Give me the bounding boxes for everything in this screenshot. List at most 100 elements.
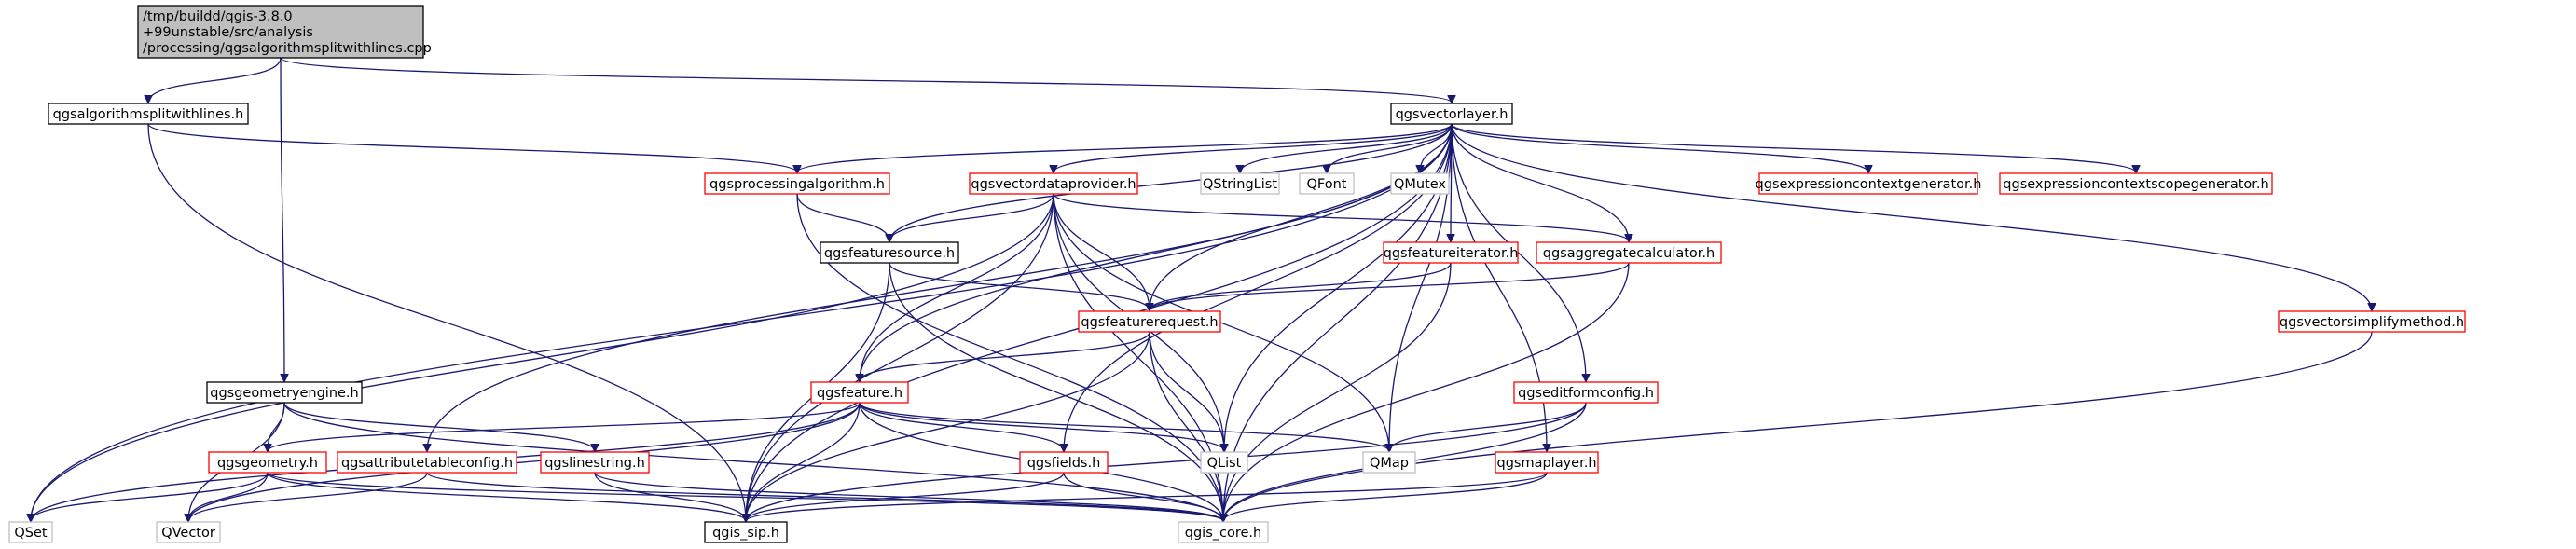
node-qgsattributetableconfig-h[interactable]: qgsattributetableconfig.h bbox=[337, 451, 517, 474]
node-box bbox=[1362, 451, 1416, 474]
node-qgsfeaturesource-h[interactable]: qgsfeaturesource.h bbox=[820, 241, 959, 264]
node-qgsvectordataprovider-h[interactable]: qgsvectordataprovider.h bbox=[969, 172, 1138, 195]
node-box bbox=[1495, 451, 1599, 474]
node-box bbox=[1299, 172, 1355, 195]
node-box bbox=[820, 241, 959, 264]
node-qmap[interactable]: QMap bbox=[1362, 451, 1416, 474]
edge-qgsvectorlayer-h-to-qgis-core-h bbox=[1223, 123, 1453, 521]
node-qmutex[interactable]: QMutex bbox=[1390, 172, 1450, 195]
node-qgsmaplayer-h[interactable]: qgsmaplayer.h bbox=[1495, 451, 1599, 474]
node-qvector[interactable]: QVector bbox=[156, 521, 221, 543]
node-layer: /tmp/buildd/qgis-3.8.0+99unstable/src/an… bbox=[8, 5, 2466, 543]
edge-qgsvectorlayer-h-to-qgsprocessingalgorithm-h bbox=[797, 123, 1453, 172]
edge-qgsfeaturerequest-h-to-qgis-core-h bbox=[1149, 331, 1223, 521]
node-qgsalgorithmsplitwithlines-h[interactable]: qgsalgorithmsplitwithlines.h bbox=[48, 103, 249, 125]
node-qgsprocessingalgorithm-h[interactable]: qgsprocessingalgorithm.h bbox=[704, 172, 890, 195]
node-root[interactable]: /tmp/buildd/qgis-3.8.0+99unstable/src/an… bbox=[137, 5, 432, 59]
edge-qgsfeaturerequest-h-to-qgis-sip-h bbox=[746, 331, 1150, 521]
node-qgsexpressioncontextscopegenerator-h[interactable]: qgsexpressioncontextscopegenerator.h bbox=[1999, 172, 2273, 195]
edge-qgsfeature-h-to-qlist bbox=[859, 402, 1224, 451]
node-box bbox=[704, 172, 890, 195]
edge-qgsfeature-h-to-qgsfields-h bbox=[859, 402, 1064, 451]
edge-qgsfeature-h-to-qmap bbox=[859, 402, 1389, 451]
node-qgsgeometry-h[interactable]: qgsgeometry.h bbox=[208, 451, 327, 474]
node-qgis-core-h[interactable]: qgis_core.h bbox=[1178, 521, 1269, 543]
node-label: QList bbox=[1207, 456, 1242, 471]
node-qgsvectorlayer-h[interactable]: qgsvectorlayer.h bbox=[1390, 103, 1513, 125]
node-qgsexpressioncontextgenerator-h[interactable]: qgsexpressioncontextgenerator.h bbox=[1756, 172, 1982, 195]
edge-qgsfeaturesource-h-to-qgis-core-h bbox=[889, 262, 1223, 521]
node-qgsfields-h[interactable]: qgsfields.h bbox=[1019, 451, 1109, 474]
node-box bbox=[1390, 172, 1450, 195]
node-box bbox=[206, 381, 363, 404]
node-box bbox=[540, 451, 650, 474]
node-label: qgsfeaturerequest.h bbox=[1081, 315, 1218, 330]
node-box bbox=[1513, 381, 1659, 404]
node-label: qgis_core.h bbox=[1185, 526, 1261, 541]
node-label: qgsgeometryengine.h bbox=[210, 386, 359, 401]
node-box bbox=[1078, 310, 1221, 333]
node-qgseditformconfig-h[interactable]: qgseditformconfig.h bbox=[1513, 381, 1659, 404]
node-box bbox=[1390, 103, 1513, 125]
node-box bbox=[2278, 310, 2466, 333]
node-box bbox=[1536, 241, 1722, 264]
edge-qgsvectordataprovider-h-to-qgis-sip-h bbox=[746, 193, 1054, 521]
node-label: qgsexpressioncontextscopegenerator.h bbox=[2003, 177, 2268, 192]
node-qgsfeatureiterator-h[interactable]: qgsfeatureiterator.h bbox=[1383, 241, 1519, 264]
node-qlist[interactable]: QList bbox=[1200, 451, 1248, 474]
node-qgsfeature-h[interactable]: qgsfeature.h bbox=[810, 381, 909, 404]
node-box bbox=[8, 521, 53, 543]
edge-qgsfeature-h-to-qgis-sip-h bbox=[746, 402, 861, 521]
edge-qgsmaplayer-h-to-qgis-sip-h bbox=[746, 472, 1548, 521]
node-box bbox=[1383, 241, 1519, 264]
edge-qgsgeometry-h-to-qset bbox=[31, 472, 269, 521]
node-label: +99unstable/src/analysis bbox=[143, 25, 313, 40]
node-qgslinestring-h[interactable]: qgslinestring.h bbox=[540, 451, 650, 474]
edge-qgsaggregatecalculator-h-to-qgis-core-h bbox=[1223, 262, 1630, 521]
node-box bbox=[1200, 172, 1280, 195]
edge-qgseditformconfig-h-to-qmap bbox=[1389, 402, 1587, 451]
node-qgis-sip-h[interactable]: qgis_sip.h bbox=[704, 521, 788, 543]
edge-qgsfeaturerequest-h-to-qlist bbox=[1149, 331, 1224, 451]
node-qgsfeaturerequest-h[interactable]: qgsfeaturerequest.h bbox=[1078, 310, 1221, 333]
node-label: qgsalgorithmsplitwithlines.h bbox=[53, 107, 244, 122]
edge-qgsfeatureiterator-h-to-qgis-core-h bbox=[1223, 262, 1452, 521]
node-box bbox=[137, 5, 424, 59]
node-label: qgsfields.h bbox=[1027, 456, 1101, 471]
edge-qgsgeometry-h-to-qvector bbox=[188, 472, 269, 521]
node-box bbox=[1200, 451, 1248, 474]
node-label: qgis_sip.h bbox=[712, 526, 779, 541]
node-qgsaggregatecalculator-h[interactable]: qgsaggregatecalculator.h bbox=[1536, 241, 1722, 264]
edge-qgsvectordataprovider-h-to-qmap bbox=[1053, 193, 1389, 451]
node-label: qgsgeometry.h bbox=[217, 456, 318, 471]
edge-qgsmaplayer-h-to-qgis-core-h bbox=[1223, 472, 1548, 521]
node-qgsgeometryengine-h[interactable]: qgsgeometryengine.h bbox=[206, 381, 363, 404]
node-label: qgsfeature.h bbox=[817, 386, 902, 401]
edge-qgsalgorithmsplitwithlines-h-to-qgis-sip-h bbox=[147, 123, 746, 521]
node-label: qgsattributetableconfig.h bbox=[341, 456, 513, 471]
edge-qgsfeature-h-to-qvector bbox=[188, 402, 861, 521]
edge-qgsgeometryengine-h-to-qgis-core-h bbox=[283, 402, 1223, 521]
edge-qgsvectorlayer-h-to-qgsfeaturesource-h bbox=[889, 123, 1453, 241]
node-qfont[interactable]: QFont bbox=[1299, 172, 1355, 195]
node-box bbox=[1178, 521, 1269, 543]
node-qset[interactable]: QSet bbox=[8, 521, 53, 543]
node-label: QMutex bbox=[1394, 177, 1446, 192]
node-box bbox=[48, 103, 249, 125]
node-label: qgsvectorlayer.h bbox=[1396, 107, 1508, 122]
node-box bbox=[704, 521, 788, 543]
node-box bbox=[337, 451, 517, 474]
edge-qgsvectordataprovider-h-to-qset bbox=[31, 193, 1054, 521]
node-qgsvectorsimplifymethod-h[interactable]: qgsvectorsimplifymethod.h bbox=[2278, 310, 2466, 333]
edge-qgsalgorithmsplitwithlines-h-to-qgsprocessingalgorithm-h bbox=[147, 123, 797, 172]
edge-qgsvectorsimplifymethod-h-to-qgis-core-h bbox=[1223, 331, 2373, 521]
node-qstringlist[interactable]: QStringList bbox=[1200, 172, 1280, 195]
node-box bbox=[1999, 172, 2273, 195]
node-box bbox=[1758, 172, 1978, 195]
node-label: qgsexpressioncontextgenerator.h bbox=[1756, 177, 1982, 192]
node-label: /processing/qgsalgorithmsplitwithlines.c… bbox=[143, 41, 432, 56]
edge-qgsprocessingalgorithm-h-to-qgsfeaturesource-h bbox=[796, 193, 889, 241]
edge-qgsfeaturesource-h-to-qgsfeaturerequest-h bbox=[889, 262, 1150, 310]
node-label: qgsprocessingalgorithm.h bbox=[709, 177, 885, 192]
